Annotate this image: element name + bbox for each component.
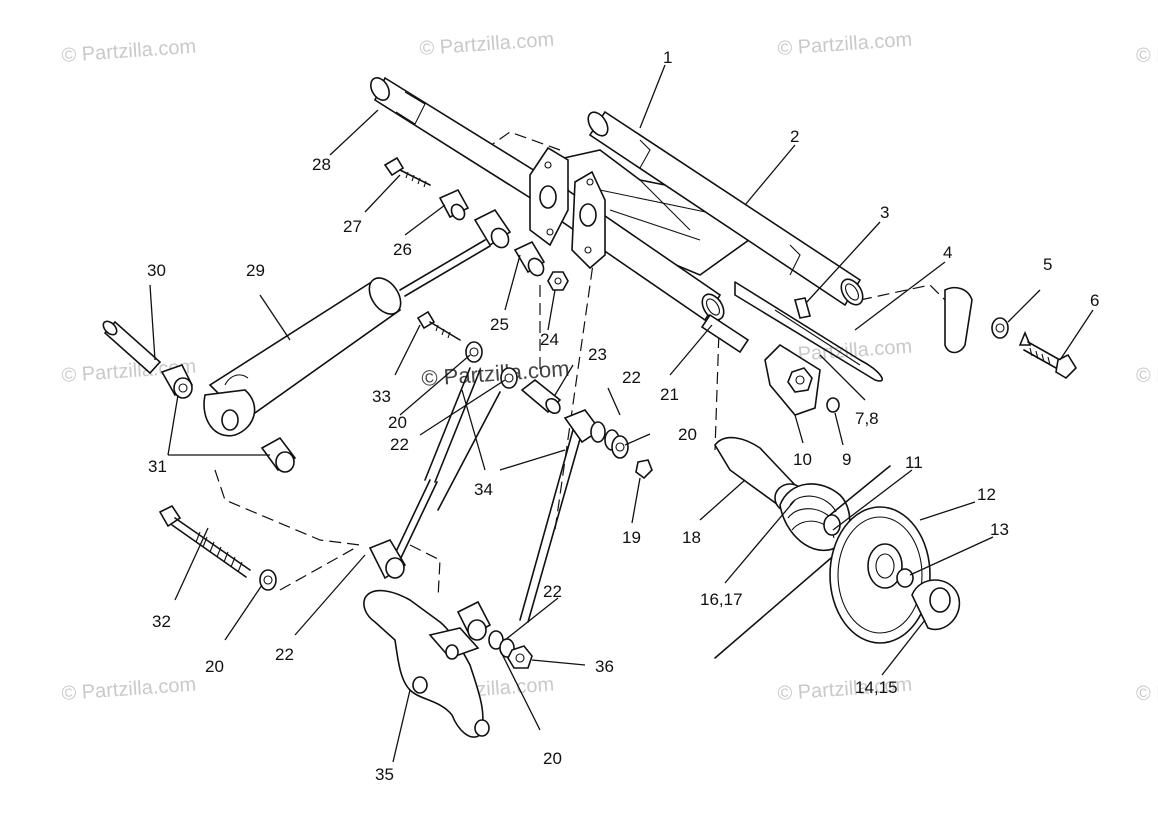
callout-27: 27 bbox=[343, 217, 362, 236]
lower-bushings bbox=[456, 600, 533, 669]
callout-35: 35 bbox=[375, 765, 394, 784]
bolt-32 bbox=[158, 504, 277, 591]
bolt-33 bbox=[416, 310, 518, 389]
callout-22: 22 bbox=[390, 435, 409, 454]
callout-16-17: 16,17 bbox=[700, 590, 743, 609]
callout-labels: 1 2 3 4 5 6 7,8 9 10 11 12 13 14,15 16,1… bbox=[147, 48, 1099, 784]
shock-absorber-29 bbox=[203, 239, 491, 437]
callout-12: 12 bbox=[977, 485, 996, 504]
callout-22: 22 bbox=[275, 645, 294, 664]
callout-21: 21 bbox=[660, 385, 679, 404]
callout-32: 32 bbox=[152, 612, 171, 631]
callout-14-15: 14,15 bbox=[855, 678, 898, 697]
callout-6: 6 bbox=[1090, 291, 1099, 310]
watermark: © Partzilla.com bbox=[61, 36, 197, 67]
callout-30: 30 bbox=[147, 261, 166, 280]
callout-24: 24 bbox=[540, 330, 559, 349]
callout-10: 10 bbox=[793, 450, 812, 469]
callout-19: 19 bbox=[622, 528, 641, 547]
callout-11: 11 bbox=[905, 453, 923, 472]
callout-20: 20 bbox=[388, 413, 407, 432]
callout-3: 3 bbox=[880, 203, 889, 222]
right-small-parts bbox=[734, 281, 1078, 416]
callout-1: 1 bbox=[663, 48, 672, 67]
callout-20: 20 bbox=[543, 749, 562, 768]
callout-31: 31 bbox=[148, 457, 167, 476]
watermark: © Partzilla.com bbox=[1136, 45, 1158, 67]
callout-7-8: 7,8 bbox=[855, 409, 879, 428]
watermark: © Partzilla.com bbox=[61, 674, 197, 705]
watermark: © Partzilla.com bbox=[419, 29, 555, 60]
mount-brackets bbox=[529, 146, 606, 270]
idler-wheel-assembly bbox=[714, 436, 961, 659]
callout-28: 28 bbox=[312, 155, 331, 174]
callout-20: 20 bbox=[678, 425, 697, 444]
callout-26: 26 bbox=[393, 240, 412, 259]
washers-nuts-center bbox=[590, 421, 653, 480]
sleeve-23 bbox=[520, 378, 562, 415]
plate-35 bbox=[363, 539, 490, 738]
callout-29: 29 bbox=[246, 261, 265, 280]
watermark: © Partzilla.com bbox=[1136, 365, 1158, 387]
callout-22: 22 bbox=[543, 582, 562, 601]
callout-25: 25 bbox=[490, 315, 509, 334]
callout-36: 36 bbox=[595, 657, 614, 676]
watermark: © Partzilla.com bbox=[1136, 683, 1158, 705]
callout-2: 2 bbox=[790, 127, 799, 146]
tube-1 bbox=[587, 110, 864, 307]
callout-23: 23 bbox=[588, 345, 607, 364]
watermark: © Partzilla.com bbox=[777, 29, 913, 60]
pin-30-bushings-31 bbox=[102, 320, 297, 473]
callout-34: 34 bbox=[474, 480, 493, 499]
callout-18: 18 bbox=[682, 528, 701, 547]
callout-4: 4 bbox=[943, 243, 952, 262]
rods-34 bbox=[391, 367, 602, 623]
callout-22: 22 bbox=[622, 368, 641, 387]
callout-20: 20 bbox=[205, 657, 224, 676]
leader-lines bbox=[149, 64, 1094, 763]
bolt-27 bbox=[383, 156, 431, 188]
callout-13: 13 bbox=[990, 520, 1009, 539]
callout-9: 9 bbox=[842, 450, 851, 469]
callout-5: 5 bbox=[1043, 255, 1052, 274]
callout-33: 33 bbox=[372, 387, 391, 406]
bushings bbox=[438, 188, 569, 291]
